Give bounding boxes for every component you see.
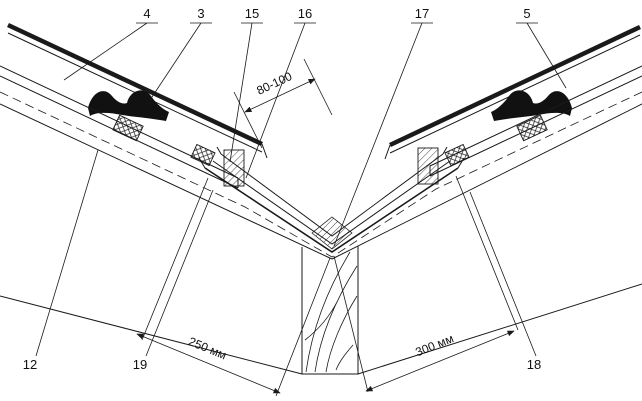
right-panel-bottom-edge (357, 283, 642, 375)
gutter-mid-line (212, 160, 451, 245)
right-underlay-membrane (331, 91, 642, 258)
callout-19-leader (145, 189, 214, 357)
callouts: 4 3 15 16 17 5 12 19 (23, 6, 567, 372)
callout-3-leader (149, 22, 212, 101)
left-roof-covering-sheet (7, 22, 263, 147)
left-sheathing-boards (0, 65, 239, 189)
right-extent-dimension-label: 300 мм (413, 331, 455, 359)
left-covering-end-hook (261, 143, 268, 159)
callout-16-leader (245, 22, 316, 179)
callout-15: 15 (245, 6, 259, 21)
left-batten-upper (112, 114, 144, 142)
callout-18-leader (469, 191, 537, 357)
left-underlay-membrane (0, 91, 333, 258)
left-batten-lower (190, 143, 216, 167)
valley-beam (301, 246, 359, 375)
cutback-extension-lines (233, 58, 333, 149)
left-panel-bottom-edge (0, 295, 303, 375)
right-sheathing-boards (429, 65, 642, 177)
valley-gutter (198, 146, 465, 253)
left-valley-batten (223, 149, 245, 187)
callout-16: 16 (298, 6, 312, 21)
left-rafter-plane-edge (0, 103, 333, 260)
callout-4-leader (63, 22, 158, 81)
callout-12-group: 12 (23, 149, 99, 372)
callout-3-group: 3 (149, 6, 212, 101)
left-extent-extension-lines (141, 177, 331, 397)
left-extent-dimension-line (136, 333, 281, 394)
left-extent-dimension-label: 250 мм (186, 334, 228, 362)
left-profiled-sheet-wave (88, 90, 169, 121)
callout-17-leader (333, 22, 433, 247)
right-extent-dimension-line (365, 330, 515, 392)
cutback-dimension-label: 80-100 (254, 69, 294, 98)
dimension-left-250: 250 мм (136, 177, 331, 397)
gutter-outer-line (204, 167, 459, 253)
callout-4-group: 4 (63, 6, 158, 81)
left-roof-layers (0, 22, 333, 258)
gutter-edge-hooks (198, 146, 465, 169)
right-rafter-plane-edge (331, 103, 642, 260)
right-covering-end-hook (384, 144, 391, 160)
callout-5-group: 5 (516, 6, 567, 89)
gutter-inner-line (220, 153, 444, 237)
callout-3: 3 (197, 6, 204, 21)
callout-12-leader (35, 149, 99, 357)
callout-17-group: 17 (333, 6, 433, 247)
dimension-right-300: 300 мм (333, 175, 519, 393)
beam-outline (301, 246, 359, 375)
right-roof-covering-sheet (389, 24, 641, 148)
dimension-cutback-80-100: 80-100 (233, 58, 333, 149)
callout-15-leader (229, 22, 263, 163)
callout-17: 17 (415, 6, 429, 21)
callout-5-leader (516, 22, 567, 89)
callout-12: 12 (23, 357, 37, 372)
callout-5: 5 (523, 6, 530, 21)
right-valley-batten (417, 147, 439, 185)
callout-16-group: 16 (245, 6, 316, 179)
callout-4: 4 (143, 6, 150, 21)
callout-18-group: 18 (469, 191, 541, 372)
cutback-dimension-line (244, 78, 316, 113)
right-extent-extension-lines (333, 175, 519, 393)
callout-19: 19 (133, 357, 147, 372)
right-profiled-sheet-wave (491, 90, 572, 121)
beam-wood-grain (304, 251, 358, 373)
callout-18: 18 (527, 357, 541, 372)
right-roof-layers (331, 24, 642, 258)
callout-15-group: 15 (229, 6, 263, 163)
